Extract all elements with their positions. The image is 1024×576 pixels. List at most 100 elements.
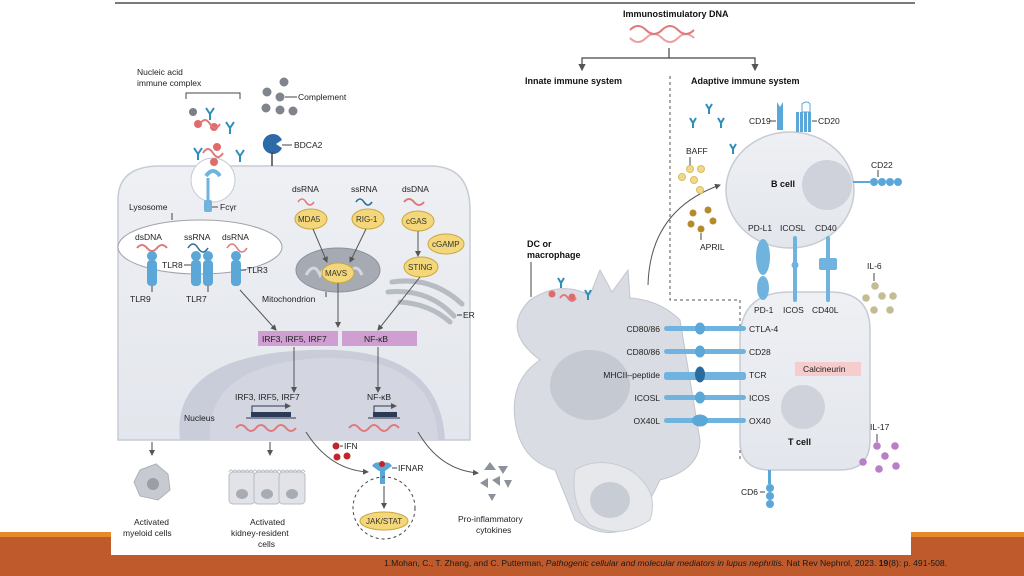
label-cd40l: CD40L (812, 305, 839, 315)
t-cell-nucleus (781, 385, 825, 429)
synapse-pair: OX40L OX40 (634, 414, 771, 427)
dna-irf-icon (235, 424, 297, 432)
label-kidney-1: Activated (250, 517, 285, 527)
label-dc: DC or (527, 239, 552, 249)
dc-immune-complex-icon (548, 277, 592, 302)
gene-promoter-nfkb (368, 403, 400, 419)
jak-stat-boundary (352, 476, 416, 540)
label-mitochondrion: Mitochondrion (262, 294, 316, 304)
gene-label-nfkb: NF-κB (367, 392, 391, 402)
dsrna-strand-icon (226, 243, 248, 253)
label-nucleic-acid: Nucleic acid (137, 67, 183, 77)
cytosol-ligand-ssrna: ssRNA (351, 184, 378, 194)
label-t-cell: T cell (788, 437, 811, 447)
branch-arrows (578, 48, 759, 72)
signaling-arrows (239, 228, 421, 331)
label-cd19: CD19 (749, 116, 771, 126)
label-myeloid-2: myeloid cells (123, 528, 172, 538)
label-icosl-b: ICOSL (780, 223, 806, 233)
label-b-cell: B cell (771, 179, 795, 189)
t-cell (739, 291, 871, 471)
label-ifn: IFN (344, 441, 358, 451)
binding-site (695, 345, 705, 358)
label-icos-t: ICOS (783, 305, 804, 315)
svg-text:MDA5: MDA5 (298, 215, 321, 224)
label-cytokines-1: Pro-inflammatory (458, 514, 523, 524)
label-fcyr: Fcγr (220, 202, 237, 212)
cd19-receptor-icon (777, 102, 783, 130)
b-cell-nucleus (802, 160, 852, 210)
label-tlr7: TLR7 (186, 294, 207, 304)
april-molecules-icon (687, 206, 717, 233)
label-bdca2: BDCA2 (294, 140, 323, 150)
label-apc-ligand: OX40L (634, 416, 661, 426)
citation-title: Pathogenic cellular and molecular mediat… (545, 558, 785, 568)
kidney-cells-icon (228, 469, 306, 505)
cd22-receptor-icon (853, 178, 902, 186)
ifnar-receptor-icon (372, 461, 392, 484)
label-baff: BAFF (686, 146, 708, 156)
label-tlr9: TLR9 (130, 294, 151, 304)
label-cd20: CD20 (818, 116, 840, 126)
binding-site (695, 391, 705, 404)
lysosome-ligand-dsrna: dsRNA (222, 232, 249, 242)
cytokines-icon (480, 462, 512, 501)
gene-label-irf: IRF3, IRF5, IRF7 (235, 392, 300, 402)
label-t-receptor: CD28 (749, 347, 771, 357)
dna-helix-icon (629, 25, 695, 43)
svg-text:JAK/STAT: JAK/STAT (366, 517, 402, 526)
binding-site (695, 322, 705, 335)
soluble-antibodies-icon (689, 103, 737, 154)
label-immune-complex: immune complex (137, 78, 202, 88)
label-pd-1: PD-1 (754, 305, 774, 315)
tf-box-nfkb (342, 331, 417, 346)
sensor-rig1: RIG-1 (351, 208, 385, 230)
sensor-mda5: MDA5 (294, 208, 328, 230)
complement-icon (261, 77, 298, 116)
label-macrophage: macrophage (527, 250, 581, 260)
receptor-ligand-bar (664, 372, 746, 380)
endocytic-pocket (190, 157, 236, 203)
label-apc-ligand: ICOSL (634, 393, 660, 403)
svg-text:cGAS: cGAS (406, 217, 427, 226)
icos-icosl-pair-icon (791, 236, 799, 302)
synapse-pair: CD80/86 CD28 (626, 345, 771, 358)
svg-text:RIG-1: RIG-1 (356, 215, 378, 224)
label-apc-ligand: CD80/86 (626, 347, 660, 357)
calcineurin-box (795, 362, 861, 376)
label-t-receptor: OX40 (749, 416, 771, 426)
label-nucleus: Nucleus (184, 413, 215, 423)
dc-to-bcell-arrow (647, 183, 721, 286)
immune-complex-icon (189, 107, 245, 166)
cd40-cd40l-pair-icon (819, 236, 837, 302)
label-myeloid-1: Activated (134, 517, 169, 527)
label-tlr3: TLR3 (247, 265, 268, 275)
dna-nfkb-icon (348, 424, 400, 432)
citation-pages: (8): p. 491-508. (888, 558, 948, 568)
gene-promoter-irf (246, 403, 296, 419)
ssrna-strand-icon (187, 243, 209, 253)
label-il17: IL-17 (870, 422, 890, 432)
il17-molecules-icon (859, 442, 900, 473)
adaptor-sting: STING (403, 256, 439, 278)
citation-journal: Nat Rev Nephrol, 2023. (784, 558, 879, 568)
label-er: ER (463, 310, 475, 320)
cd20-receptor-icon (796, 101, 811, 132)
label-tlr8: TLR8 (162, 260, 183, 270)
cytosol-ligand-dsrna: dsRNA (292, 184, 319, 194)
title-immunostimulatory-dna: Immunostimulatory DNA (623, 9, 729, 19)
tf-box-irf (258, 331, 338, 346)
cd6-receptor-icon (766, 470, 774, 508)
lysosome-ligand-ssrna: ssRNA (184, 232, 211, 242)
label-apc-ligand: MHCII–peptide (603, 370, 660, 380)
binding-site (695, 366, 705, 383)
label-adaptive-immune-system: Adaptive immune system (691, 76, 800, 86)
dc-nucleus (550, 350, 630, 420)
svg-text:cGAMP: cGAMP (432, 240, 460, 249)
svg-text:STING: STING (408, 263, 432, 272)
label-kidney-3: cells (258, 539, 275, 549)
tlr-receptors-icon (147, 251, 241, 286)
